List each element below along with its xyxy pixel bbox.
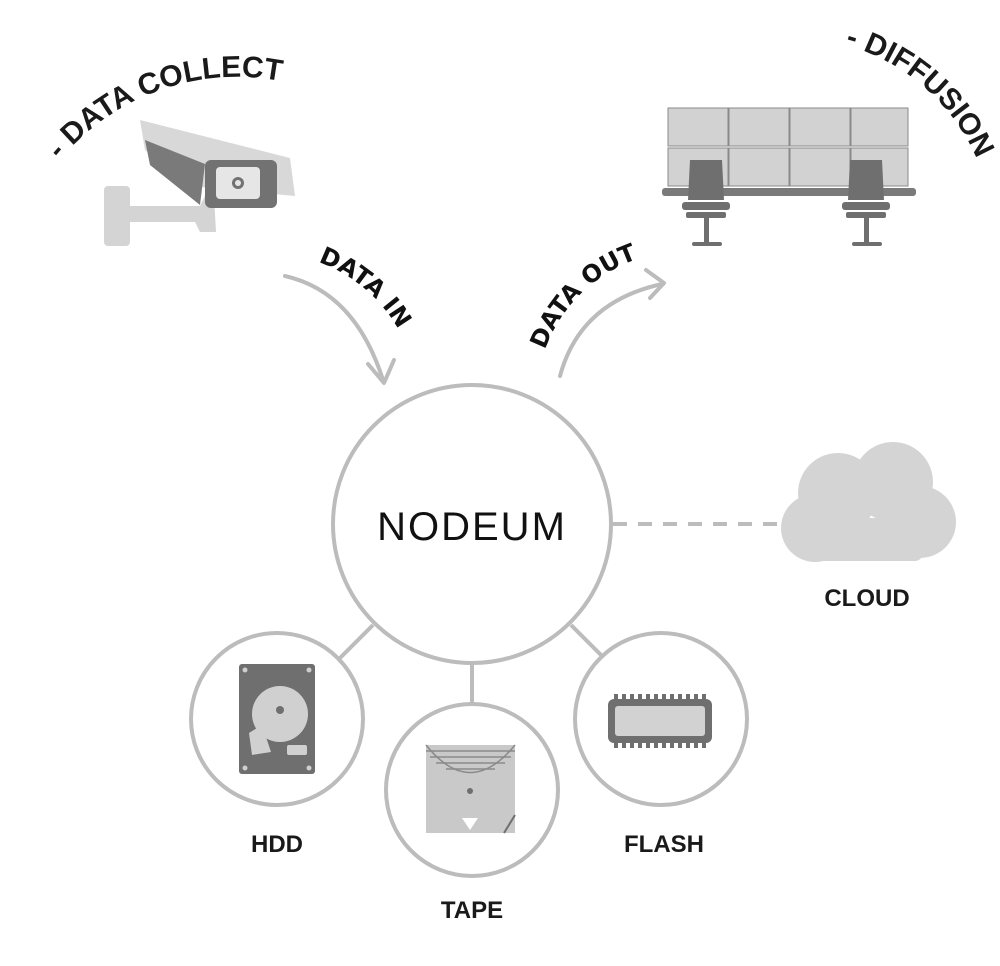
- data-out-label: DATA OUT: [525, 238, 641, 352]
- chair-right-icon: [842, 160, 890, 246]
- tape-cartridge-icon: [425, 744, 516, 834]
- tape-label: TAPE: [441, 897, 503, 924]
- cloud-icon: [781, 442, 956, 562]
- hdd-label: HDD: [251, 831, 303, 858]
- security-camera-icon: [104, 120, 295, 246]
- memory-chip-icon: [608, 694, 712, 748]
- data-out-arrow: [558, 268, 666, 378]
- data-collection-heading: - DATA COLLECTION -: [0, 0, 285, 165]
- nodeum-hub: [331, 383, 613, 665]
- connector-flash: [569, 623, 606, 660]
- hard-drive-icon: [239, 664, 315, 774]
- chair-left-icon: [682, 160, 730, 246]
- video-wall-icon: [662, 107, 916, 246]
- connectors: [338, 522, 777, 704]
- nodeum-logo-text: NODEUM: [377, 505, 567, 549]
- connector-hdd: [338, 623, 375, 660]
- flash-label: FLASH: [624, 831, 704, 858]
- data-in-arrow: [283, 274, 396, 385]
- cloud-label: CLOUD: [824, 585, 909, 612]
- data-in-label: DATA IN: [316, 241, 417, 332]
